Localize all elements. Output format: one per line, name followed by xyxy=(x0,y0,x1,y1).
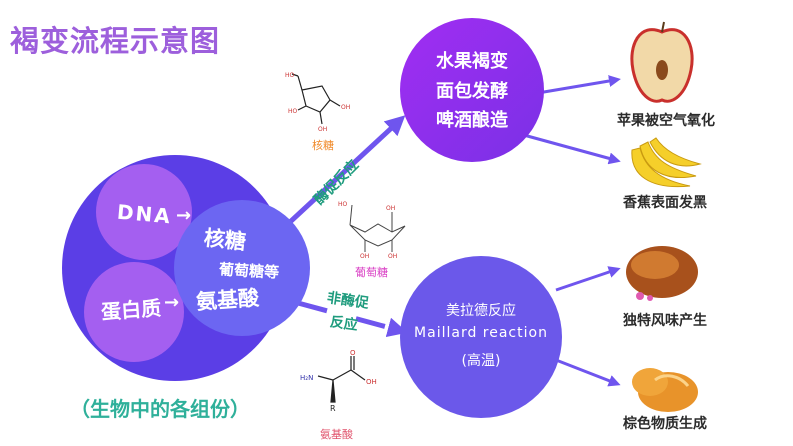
apple-image xyxy=(630,21,694,103)
amino-acid-structure-icon: H₂N OH O R xyxy=(300,349,377,413)
glucose-structure-icon: HO OH OH OH xyxy=(338,201,406,260)
svg-text:HO: HO xyxy=(285,72,295,79)
components-caption: （生物中的各组份） xyxy=(70,397,250,421)
svg-text:OH: OH xyxy=(366,378,377,386)
svg-text:R: R xyxy=(330,404,336,413)
svg-text:OH: OH xyxy=(360,253,369,260)
inner-circle xyxy=(174,200,310,336)
banana-image xyxy=(631,137,702,188)
ribose-structure-icon: HO OH OH HO xyxy=(285,72,350,133)
svg-text:HO: HO xyxy=(288,108,298,115)
protein-arrow-icon: → xyxy=(164,292,180,313)
enzymatic-line-3: 啤酒酿造 xyxy=(436,110,508,131)
bread-caption: 棕色物质生成 xyxy=(623,416,707,432)
arrow-to-bread xyxy=(555,358,621,387)
maillard-line-1: 美拉德反应 xyxy=(446,303,516,319)
arrow-to-duck xyxy=(555,266,621,292)
glucose-molecule-label: 葡萄糖 xyxy=(355,266,388,279)
enzymatic-line-2: 面包发酵 xyxy=(436,81,508,102)
arrow-to-apple xyxy=(531,75,621,96)
roast-duck-image xyxy=(626,246,698,301)
svg-text:H₂N: H₂N xyxy=(300,374,313,382)
bread-image xyxy=(632,368,698,412)
arrow-to-banana xyxy=(519,132,621,165)
svg-text:OH: OH xyxy=(341,104,350,111)
dna-arrow-icon: → xyxy=(176,205,192,226)
svg-text:OH: OH xyxy=(386,205,395,212)
dna-circle xyxy=(96,164,192,260)
banana-caption: 香蕉表面发黑 xyxy=(623,195,707,211)
svg-text:HO: HO xyxy=(338,201,348,208)
enzymatic-circle xyxy=(400,18,544,162)
non-enzymatic-arrow xyxy=(297,300,408,338)
protein-circle xyxy=(84,262,184,362)
svg-text:OH: OH xyxy=(318,126,327,133)
duck-caption: 独特风味产生 xyxy=(623,313,707,329)
amino-acid-molecule-label: 氨基酸 xyxy=(320,428,353,441)
maillard-circle xyxy=(400,256,562,418)
apple-caption: 苹果被空气氧化 xyxy=(617,113,715,129)
enzymatic-line-1: 水果褐变 xyxy=(436,51,508,72)
maillard-line-3: (高温) xyxy=(461,353,501,369)
maillard-line-2: Maillard reaction xyxy=(414,325,548,341)
svg-text:O: O xyxy=(350,349,356,357)
svg-text:OH: OH xyxy=(388,253,397,260)
diagram-title: 褐变流程示意图 xyxy=(10,24,221,58)
enzymatic-arrow xyxy=(288,115,406,224)
ribose-molecule-label: 核糖 xyxy=(312,139,334,152)
